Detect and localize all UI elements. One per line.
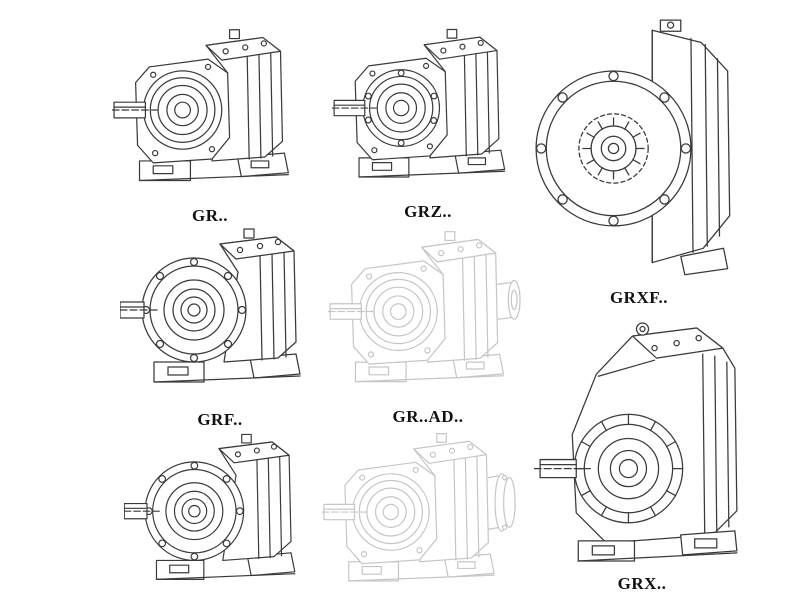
figure-gr-label: GR.. xyxy=(192,206,228,225)
figure-grf: GRF.. xyxy=(120,218,320,430)
helical-gearbox-foot-mounted-bolted-drawing xyxy=(332,28,506,178)
figure-gr-f: GR..F xyxy=(124,424,314,600)
helical-gearbox-flange-mounted-drawing xyxy=(120,228,301,383)
figure-gr-ad-label: GR..AD.. xyxy=(392,407,464,426)
helical-gearbox-input-adapter-drawing xyxy=(328,220,528,405)
helical-gearbox-shaft-flange-drawing xyxy=(124,433,296,580)
large-gearbox-output-flange-drawing xyxy=(535,19,731,276)
figure-grx: GRX.. xyxy=(534,316,750,594)
helical-gearbox-motor-adapter-drawing xyxy=(322,422,518,600)
large-gearbox-foot-mounted-drawing xyxy=(534,322,738,562)
figure-grz-label: GRZ.. xyxy=(404,202,452,221)
figure-gr-ad: GR..AD.. xyxy=(328,220,528,427)
figure-grx-label: GRX.. xyxy=(617,574,667,593)
figure-grxf: GRXF.. xyxy=(532,16,746,308)
figure-grxf-label: GRXF.. xyxy=(609,288,669,307)
figure-grf-label: GRF.. xyxy=(197,410,243,429)
figure-gr: GR.. xyxy=(112,18,308,226)
helical-gearbox-foot-mounted-drawing xyxy=(112,29,289,182)
figure-grz: GRZ.. xyxy=(332,18,524,222)
figure-gr-am: GR..AM.. xyxy=(322,422,518,600)
